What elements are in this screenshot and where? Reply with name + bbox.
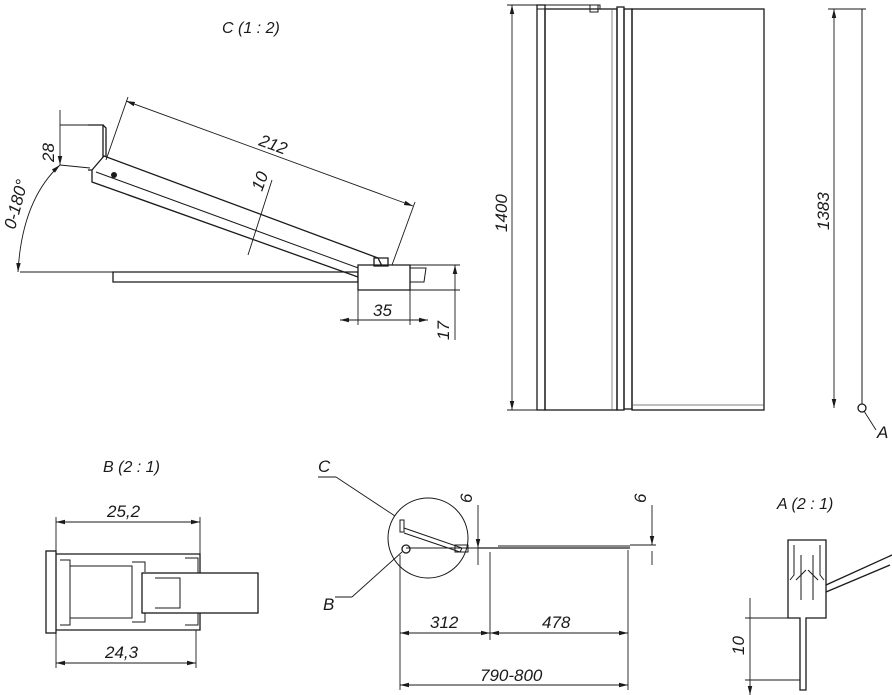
base-plate xyxy=(112,271,359,283)
profile-chamber xyxy=(69,565,133,619)
front-view: 1400 1383 A xyxy=(492,4,888,442)
dim-212-ext-right xyxy=(391,201,416,266)
seal-lip xyxy=(825,554,892,593)
detail-c-callout-circle xyxy=(387,497,469,579)
dim-6a-label: 6 xyxy=(457,493,476,503)
angle-arc xyxy=(16,164,61,273)
fixed-glass-panel xyxy=(544,8,618,411)
dim-25-label: 25,2 xyxy=(106,502,141,521)
dim-212-line xyxy=(125,100,414,207)
dim-212-ext-left xyxy=(105,96,129,161)
hinge-clip xyxy=(410,267,427,283)
panel-frame-a xyxy=(616,6,625,411)
profile-left-wall xyxy=(45,550,57,634)
detail-c-view: C (1 : 2) 0-180° 28 212 10 xyxy=(1,20,460,340)
panel-frame-b xyxy=(623,8,633,410)
hinge-screw xyxy=(373,257,389,267)
dim-1383-label: 1383 xyxy=(814,192,833,230)
dim-17-label: 17 xyxy=(434,321,453,340)
plan-hinge xyxy=(454,544,469,553)
dim-35-label: 35 xyxy=(373,301,392,320)
glass-insert xyxy=(141,572,259,614)
profile-slots xyxy=(60,559,71,626)
dim-10-line xyxy=(247,179,273,256)
seal-fins xyxy=(795,569,819,581)
seal-glass-slot xyxy=(800,555,814,600)
angle-label: 0-180° xyxy=(1,177,32,231)
plan-arm xyxy=(403,527,463,553)
hinge-arm-inner xyxy=(95,171,373,274)
dim-312-label: 312 xyxy=(430,613,459,632)
detail-a-title: A (2 : 1) xyxy=(776,496,833,513)
swing-glass-panel xyxy=(631,8,765,411)
detail-a-view: A (2 : 1) 10 xyxy=(729,496,892,695)
seal-inner-walls xyxy=(789,545,825,581)
profile-hooks xyxy=(132,561,146,623)
detail-b-leader xyxy=(351,551,403,598)
dim-6b-label: 6 xyxy=(631,493,650,503)
hinge-body xyxy=(357,264,411,291)
wall-profile xyxy=(536,4,546,411)
detail-b-marker-label: B xyxy=(323,595,334,614)
hinge-arm xyxy=(91,155,384,283)
detail-c-title: C (1 : 2) xyxy=(222,20,280,37)
wall-bracket-edge xyxy=(102,124,107,170)
detail-b-view: B (2 : 1) 25,2 24,3 xyxy=(45,459,259,668)
plan-view: C B 6 6 312 478 790-800 xyxy=(318,457,656,690)
plan-wall-profile xyxy=(399,519,405,533)
profile-right-lips xyxy=(185,557,199,626)
detail-a-leader xyxy=(863,410,877,431)
glass-gasket xyxy=(155,577,181,609)
dim-28-label: 28 xyxy=(39,143,58,163)
dim-1400-label: 1400 xyxy=(492,194,511,232)
dim-212-label: 212 xyxy=(256,131,291,159)
detail-c-marker-label: C xyxy=(318,457,331,476)
detail-a-marker-circle xyxy=(857,403,867,413)
dim-total-label: 790-800 xyxy=(480,666,543,685)
detail-a-marker-label: A xyxy=(876,423,888,442)
dim-a10-label: 10 xyxy=(729,636,748,655)
dim-24-label: 24,3 xyxy=(104,643,139,662)
angle-ext-line xyxy=(59,164,91,169)
pivot-pin-left xyxy=(111,172,117,178)
detail-b-title: B (2 : 1) xyxy=(103,459,160,476)
detail-c-leader xyxy=(335,476,396,517)
dim-478-label: 478 xyxy=(542,613,571,632)
plan-wall-anchor xyxy=(401,544,411,554)
